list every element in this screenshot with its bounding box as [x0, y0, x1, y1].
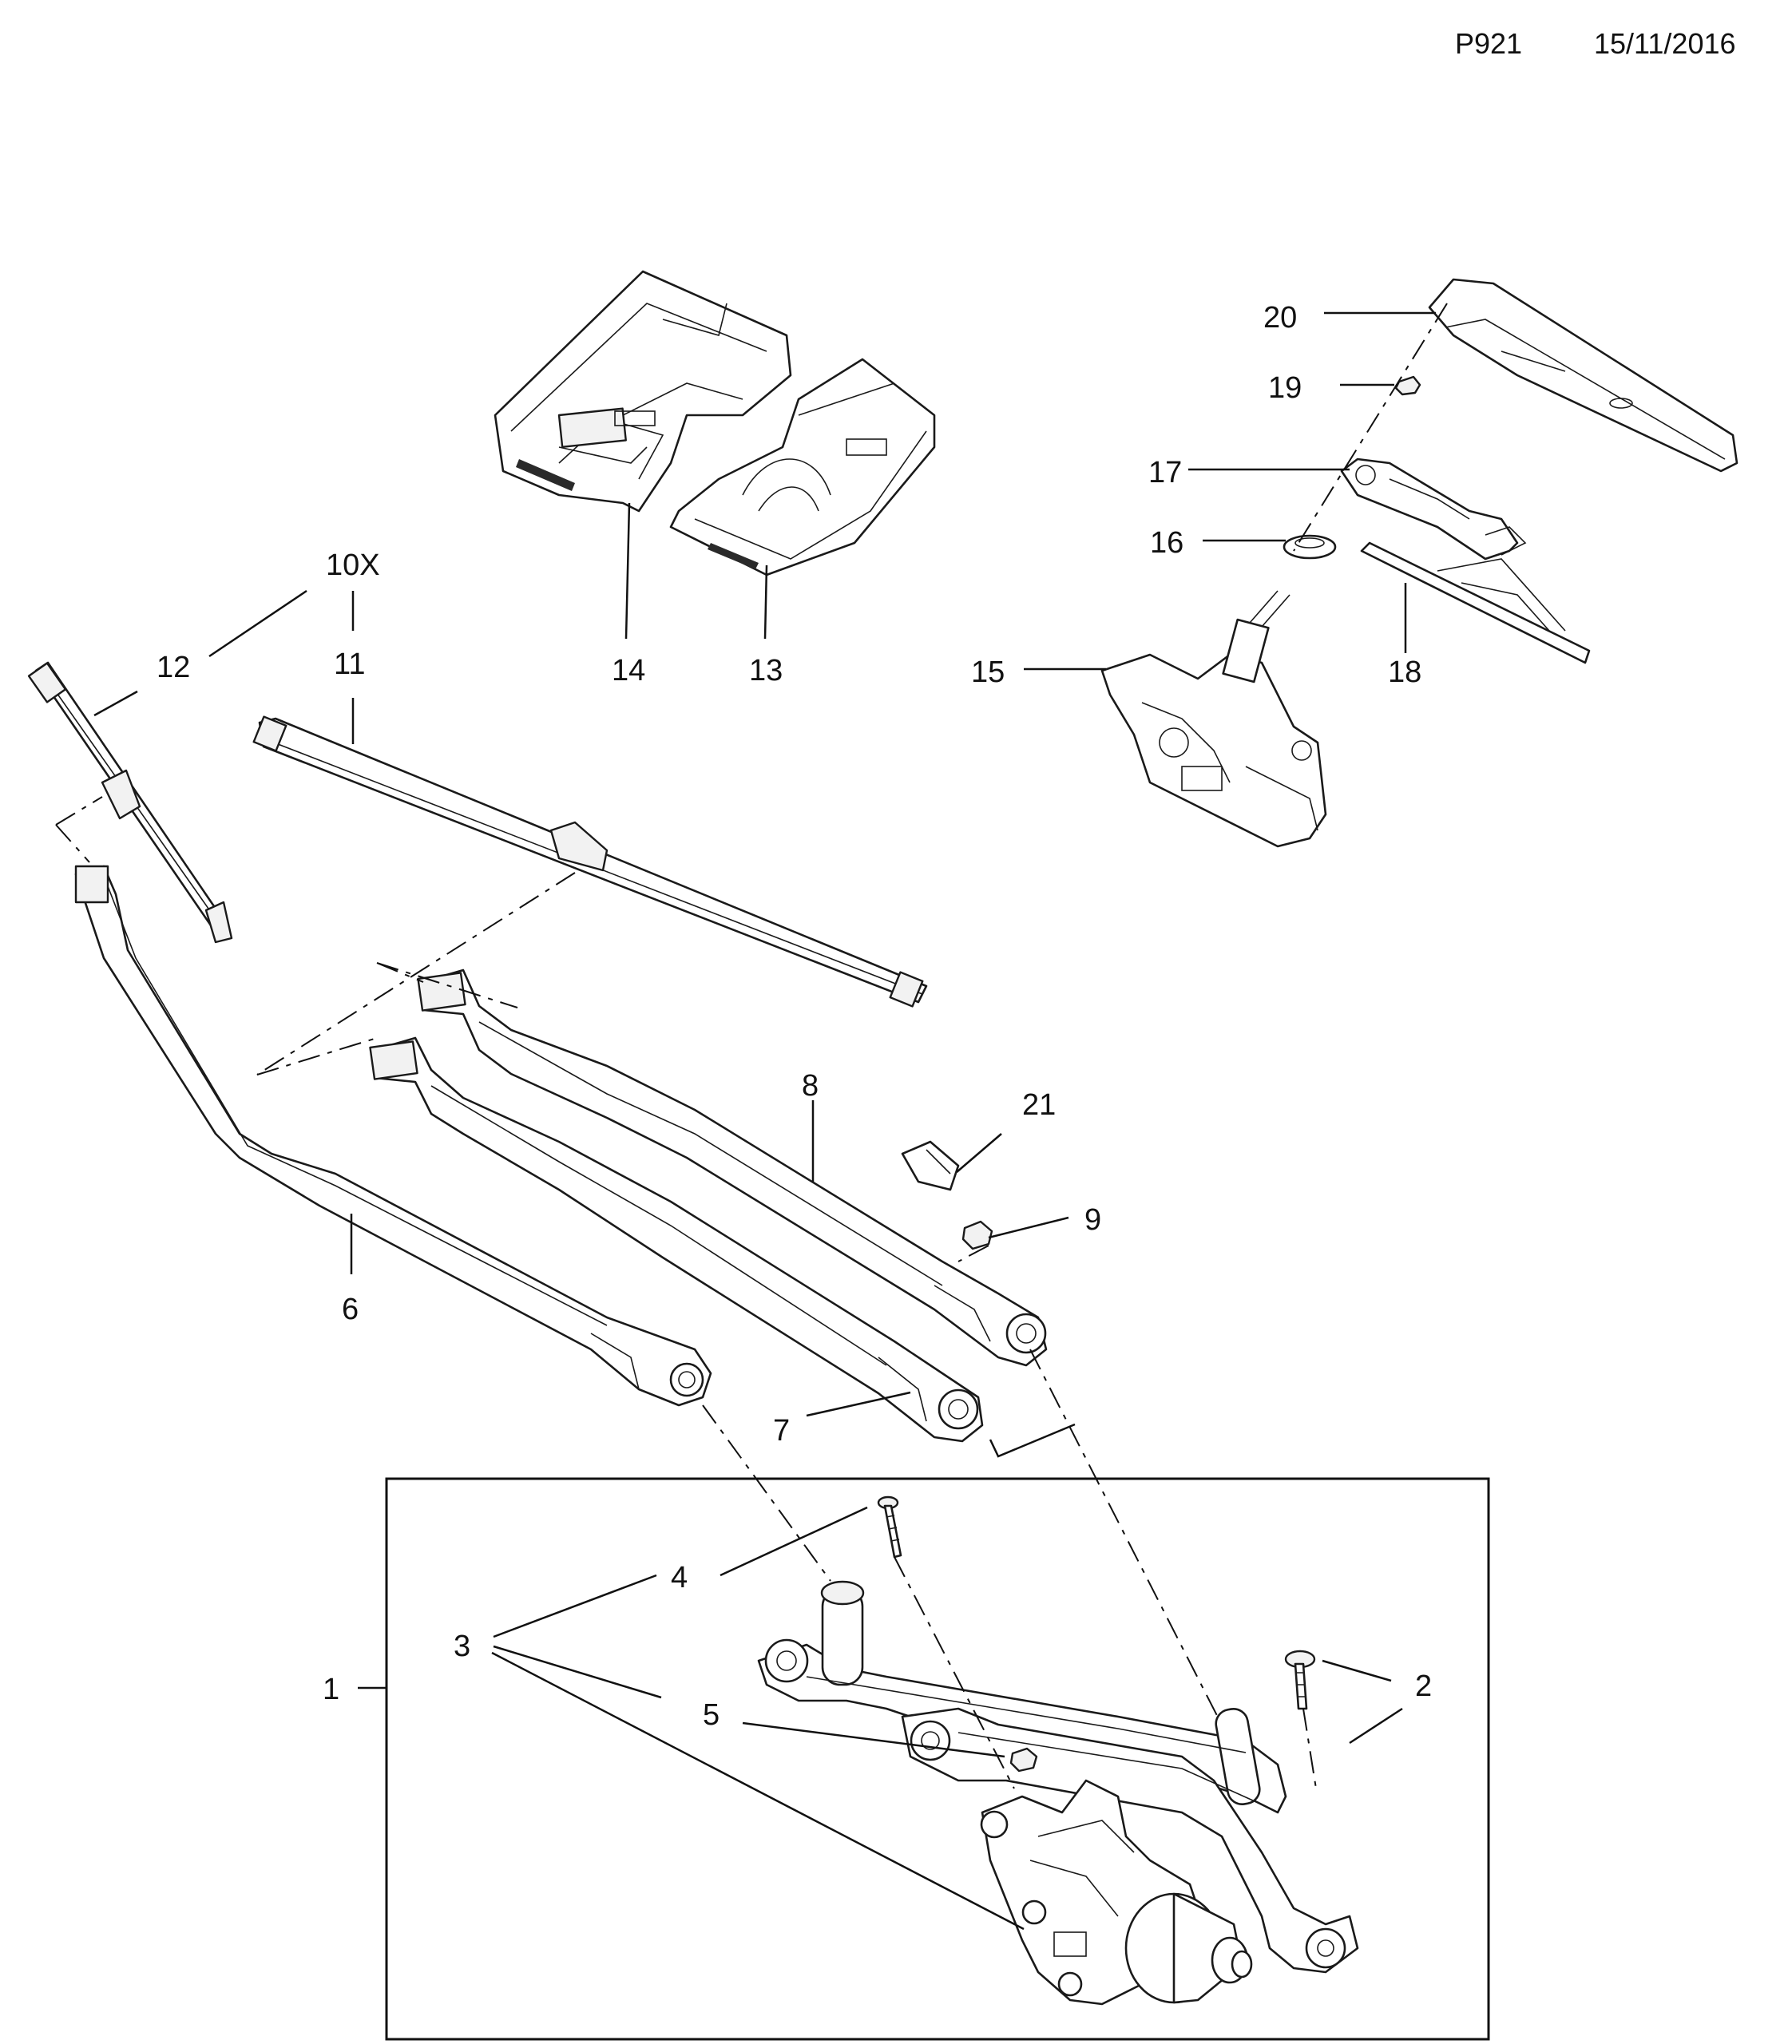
- cap-21-icon: [901, 1140, 960, 1191]
- callout-3: 3: [454, 1630, 470, 1663]
- rear-nut-19-icon: [1394, 375, 1421, 396]
- callout-4: 4: [671, 1561, 688, 1594]
- callout-2: 2: [1415, 1670, 1432, 1703]
- callout-19: 19: [1268, 371, 1302, 405]
- callout-5: 5: [703, 1698, 720, 1732]
- callout-18: 18: [1388, 656, 1421, 689]
- callout-11: 11: [334, 648, 365, 681]
- callout-15: 15: [971, 656, 1005, 689]
- rear-wiper-motor-15-icon: [1100, 590, 1327, 848]
- cover-14-icon: [494, 270, 792, 513]
- callout-13: 13: [749, 654, 783, 687]
- wiper-blade-12-icon: [27, 661, 233, 944]
- wiper-arm-6-icon: [74, 865, 712, 1407]
- callout-16: 16: [1150, 526, 1183, 560]
- callout-9: 9: [1084, 1203, 1101, 1237]
- cover-13-icon: [669, 358, 936, 576]
- callout-8: 8: [802, 1069, 819, 1103]
- callout-6: 6: [342, 1293, 359, 1326]
- nut-5-icon: [1009, 1747, 1038, 1773]
- wiper-motor-icon: [980, 1779, 1253, 2006]
- rear-wiper-arm-17-icon: [1340, 458, 1527, 561]
- nut-9-icon: [961, 1220, 993, 1250]
- wiper-linkage-icon: [757, 1580, 1359, 1974]
- rear-seal-16-icon: [1283, 534, 1337, 560]
- callout-10x: 10X: [326, 549, 380, 582]
- diagram-code: P921: [1455, 27, 1523, 60]
- rear-wiper-blade-18-icon: [1360, 541, 1591, 664]
- assembly-box: [385, 1477, 1490, 2041]
- callout-1: 1: [323, 1673, 339, 1706]
- wiper-blade-11-icon: [252, 715, 928, 1008]
- wiper-arm-8-icon: [417, 969, 1048, 1367]
- callout-7: 7: [773, 1414, 790, 1448]
- callout-17: 17: [1148, 456, 1182, 489]
- callout-14: 14: [612, 654, 645, 687]
- diagram-date: 15/11/2016: [1594, 27, 1736, 60]
- callout-20: 20: [1263, 301, 1297, 335]
- callout-21: 21: [1022, 1088, 1056, 1122]
- bolt-4-icon: [877, 1495, 902, 1559]
- callout-12: 12: [157, 651, 190, 684]
- wiper-arm-7-icon: [369, 1036, 984, 1443]
- bolt-2-icon: [1284, 1650, 1316, 1710]
- rear-wiper-arm-20-icon: [1428, 278, 1738, 473]
